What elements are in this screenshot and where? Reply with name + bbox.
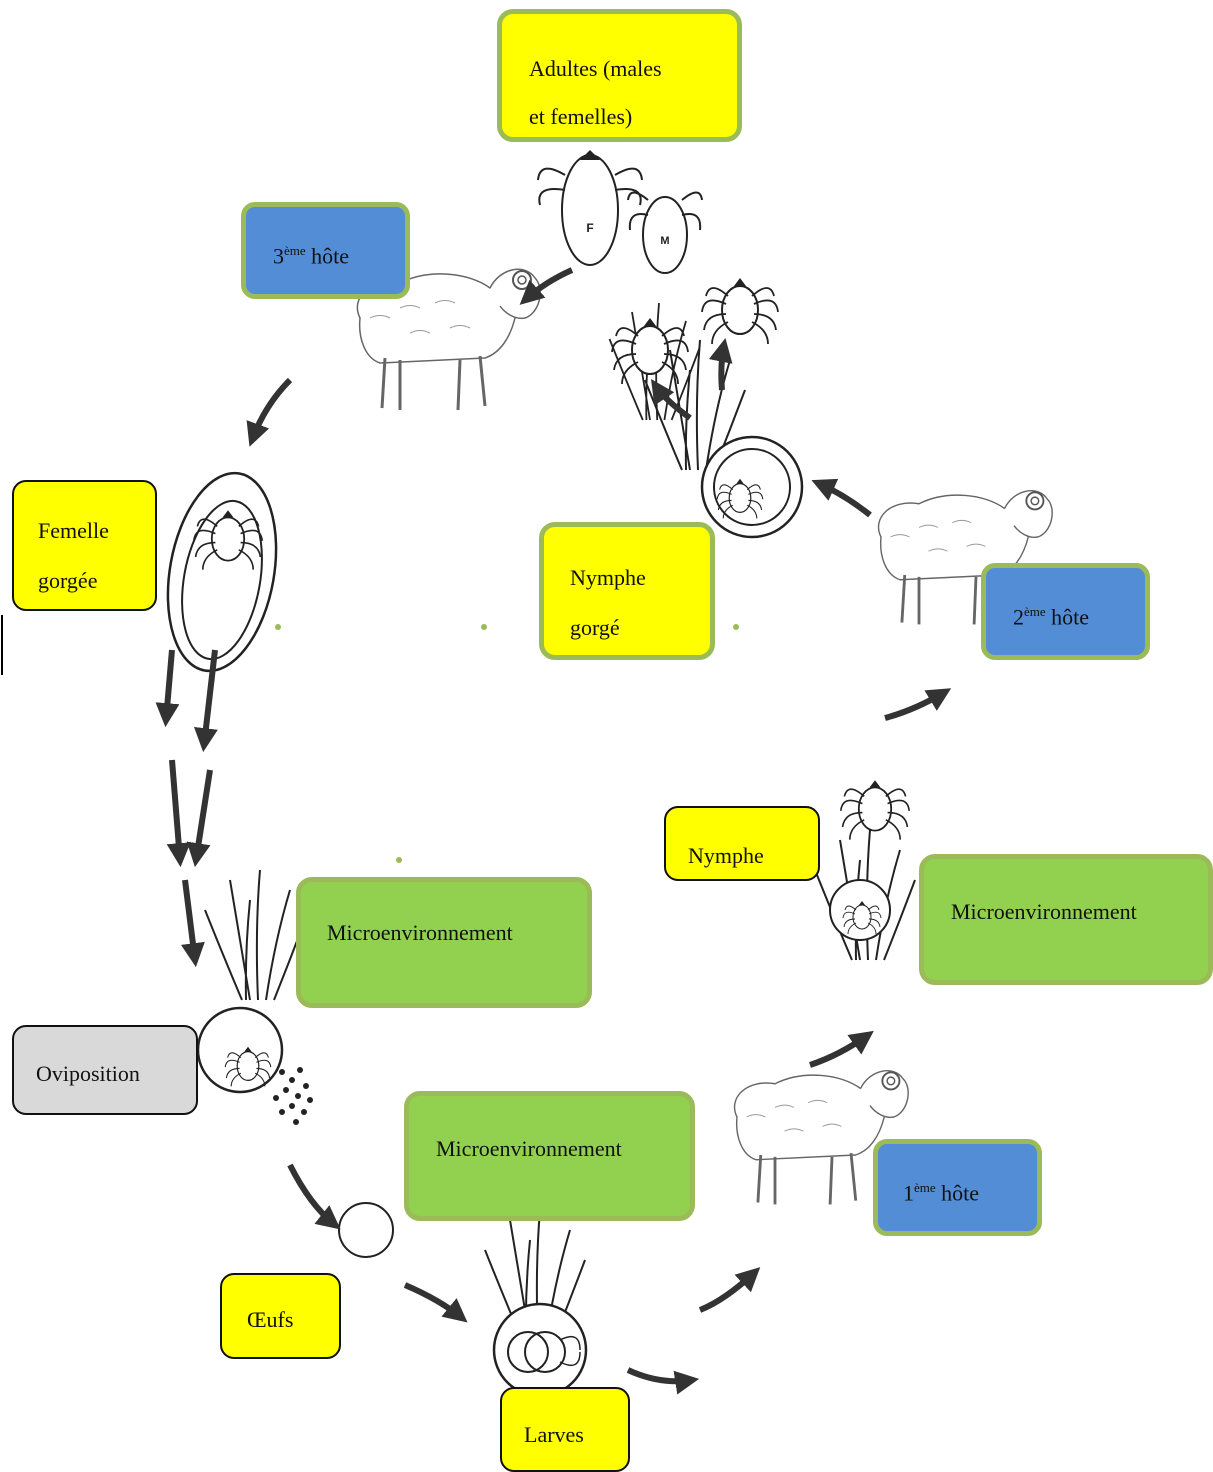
host-3-text: 3ème hôte <box>273 243 349 269</box>
adultes-line-1: Adultes (males <box>529 56 662 82</box>
micro-bottom-text: Microenvironnement <box>436 1136 622 1162</box>
label-nymphe: Nymphe <box>664 806 820 881</box>
host-1-text: 1ème hôte <box>903 1180 979 1206</box>
questing-nymph-on-grass <box>815 780 915 960</box>
questing-adults-on-grass <box>610 278 803 537</box>
micro-top-left-text: Microenvironnement <box>327 920 513 946</box>
femelle-line-1: Femelle <box>38 518 109 544</box>
nymphe-text: Nymphe <box>688 843 764 869</box>
label-microenvironnement-bottom: Microenvironnement <box>404 1091 695 1221</box>
label-oeufs: Œufs <box>220 1273 341 1359</box>
nymphe-gorge-line-1: Nymphe <box>570 565 646 591</box>
micro-right-text: Microenvironnement <box>951 899 1137 925</box>
male-tick-glyph: M <box>660 235 669 247</box>
femelle-line-2: gorgée <box>38 568 97 594</box>
larvae-illustration <box>485 1210 586 1396</box>
label-larves: Larves <box>500 1387 630 1472</box>
adultes-line-2: et femelles) <box>529 104 632 130</box>
host-2-text: 2ème hôte <box>1013 604 1089 630</box>
female-tick-glyph: F <box>586 221 593 235</box>
oeufs-text: Œufs <box>247 1307 293 1333</box>
label-microenvironnement-top-left: Microenvironnement <box>296 877 592 1008</box>
label-adultes: Adultes (males et femelles) <box>497 9 742 142</box>
nymphe-gorge-line-2: gorgé <box>570 615 620 641</box>
label-host-2: 2ème hôte <box>981 563 1150 660</box>
adult-ticks: F M <box>538 150 702 273</box>
engorged-female-tick <box>153 464 290 679</box>
egg-illustration <box>339 1203 393 1257</box>
label-host-3: 3ème hôte <box>241 202 410 299</box>
oviposition-text: Oviposition <box>36 1061 140 1087</box>
label-oviposition: Oviposition <box>12 1025 198 1115</box>
label-nymphe-gorge: Nymphe gorgé <box>539 522 715 660</box>
label-femelle-gorgee: Femelle gorgée <box>12 480 157 611</box>
label-host-1: 1ème hôte <box>873 1139 1042 1236</box>
larves-text: Larves <box>524 1422 584 1448</box>
label-microenvironnement-right: Microenvironnement <box>919 854 1213 985</box>
